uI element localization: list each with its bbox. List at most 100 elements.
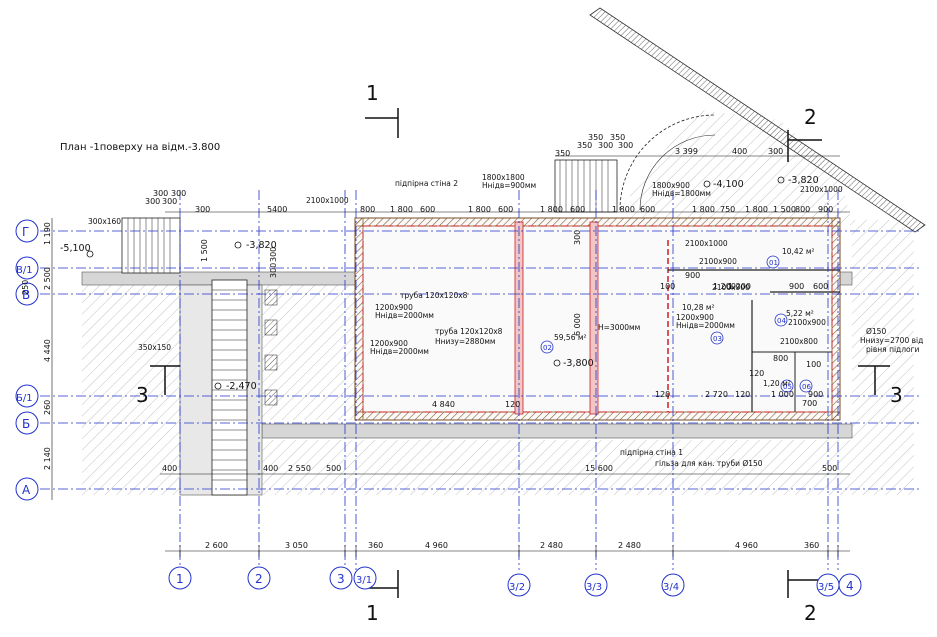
dim-bottom-1: 2 600 — [205, 541, 228, 550]
note-door-b-h: Hнідв=2000мм — [370, 347, 429, 356]
dim-top-24: 350 — [577, 141, 592, 150]
dim-inner-4840: 4 840 — [432, 400, 455, 409]
dim-misc-8: 100 — [806, 360, 821, 369]
axis-label-1: 1 — [176, 572, 184, 586]
note-vent: 300х160 — [88, 217, 121, 226]
section-markers — [150, 108, 890, 598]
dim-misc-11: 1 000 — [771, 390, 794, 399]
dim-misc-1: 1 500 — [200, 239, 209, 262]
dim-bottom-4: 4 960 — [425, 541, 448, 550]
level-1: -5,100 — [60, 243, 91, 254]
axis-label-a: А — [22, 483, 31, 497]
note-door-a-h: Hнідв=2000мм — [375, 311, 434, 320]
axis-label-b: Б — [22, 417, 30, 431]
dim-left-4: 260 — [43, 400, 52, 415]
ground-hatch — [82, 7, 926, 495]
dim-left-1: 1 190 — [43, 222, 52, 245]
room-02-area: 59,56 м² — [554, 333, 587, 342]
note-2100f: 2100х1000 — [800, 185, 843, 194]
section-2-bottom: 2 — [804, 601, 817, 625]
note-door-a: 1200х900 — [375, 303, 413, 312]
dim-top-1: 300 — [153, 189, 168, 198]
axis-label-v: В — [22, 288, 30, 302]
note-2100b: 2100х1000 — [685, 239, 728, 248]
dim-top-19: 1 500 — [773, 205, 796, 214]
room-02-num: 02 — [543, 344, 552, 352]
dim-inner-2720: 2 720 — [705, 390, 728, 399]
dim-misc-16: 300 — [573, 230, 582, 245]
note-door-b: 1200х900 — [370, 339, 408, 348]
dim-left-5: 2 140 — [43, 447, 52, 470]
dim-misc-4: 900 — [789, 282, 804, 291]
dim-misc-5: 1 200 — [728, 282, 751, 291]
note-window-1800: 1800х1800 — [482, 173, 525, 182]
axis-bubbles — [15, 219, 862, 597]
dim-bottom-5: 2 480 — [540, 541, 563, 550]
room-06-num: 06 — [802, 383, 811, 391]
drawing-title: План -1поверху на відм.-3.800 — [60, 141, 220, 153]
note-d150: Ø150 — [866, 327, 886, 336]
dim-top-27: 350 — [555, 149, 570, 158]
level-3: -2,470 — [226, 381, 257, 392]
dim-top-4: 300 — [145, 197, 160, 206]
level-4: -3,800 — [563, 358, 594, 369]
axis-label-3-5: 3/5 — [818, 582, 834, 593]
axis-label-3-2: 3/2 — [509, 582, 525, 593]
dim-top-3: 300 — [162, 197, 177, 206]
note-2100d: 2100х900 — [712, 283, 750, 292]
room-05-area: 1,20 м² — [763, 379, 791, 388]
building-walls — [354, 217, 841, 421]
dim-misc-9: 800 — [773, 354, 788, 363]
dim-top-12: 1 800 — [540, 205, 563, 214]
note-2100g: 2100х900 — [788, 318, 826, 327]
room-01-num: 01 — [769, 259, 778, 267]
dim-top-29: 400 — [732, 147, 747, 156]
axis-label-b1: Б/1 — [16, 393, 33, 404]
dim-top-8: 1 800 — [390, 205, 413, 214]
dim-top-16: 1 800 — [692, 205, 715, 214]
axis-label-3-1: 3/1 — [356, 575, 372, 586]
dim-misc-7: 100 — [660, 282, 675, 291]
note-wall-1: підпірна стіна 1 — [620, 448, 683, 457]
dim-top-7: 800 — [360, 205, 375, 214]
axis-label-3-4: 3/4 — [663, 582, 679, 593]
dim-misc-10: 900 — [685, 271, 700, 280]
axis-label-3-3: 3/3 — [586, 582, 602, 593]
dim-top-17: 750 — [720, 205, 735, 214]
dim-bottom-6: 2 480 — [618, 541, 641, 550]
dim-top-30: 300 — [768, 147, 783, 156]
left-stairs — [121, 217, 278, 496]
dim-top-14: 1 800 — [612, 205, 635, 214]
level-2: -3,820 — [246, 240, 277, 251]
note-hole: 350х150 — [138, 343, 171, 352]
top-stairs — [554, 114, 716, 213]
note-h3000: H=3000мм — [598, 323, 640, 332]
level-markers — [86, 176, 785, 390]
dim-misc-12: 900 — [808, 390, 823, 399]
dim-misc-17: 250 — [21, 280, 30, 295]
section-3-right: 3 — [890, 383, 903, 407]
room-05-num: 05 — [783, 383, 792, 391]
dim-misc-3: 1 200 — [713, 282, 736, 291]
section-3-left: 3 — [136, 383, 149, 407]
dim-inner-500a: 500 — [326, 464, 341, 473]
dim-top-13: 600 — [570, 205, 585, 214]
dimension-lines — [51, 155, 850, 557]
section-1-top: 1 — [366, 81, 379, 105]
dim-top-21: 900 — [818, 205, 833, 214]
dim-misc-15: 6 000 — [573, 313, 582, 336]
room-04-num: 04 — [777, 317, 786, 325]
dim-bottom-7: 4 960 — [735, 541, 758, 550]
dim-inner-2550: 2 550 — [288, 464, 311, 473]
dim-inner-500b: 500 — [822, 464, 837, 473]
dim-inner-120b: 120 — [655, 390, 670, 399]
dim-bottom-2: 3 050 — [285, 541, 308, 550]
axis-label-3: 3 — [337, 572, 345, 586]
dim-top-18: 1 800 — [745, 205, 768, 214]
axis-label-4: 4 — [846, 579, 854, 593]
room-01-area: 10,42 м² — [782, 247, 815, 256]
dim-misc-14: 120 — [749, 369, 764, 378]
dim-inner-120a: 120 — [505, 400, 520, 409]
